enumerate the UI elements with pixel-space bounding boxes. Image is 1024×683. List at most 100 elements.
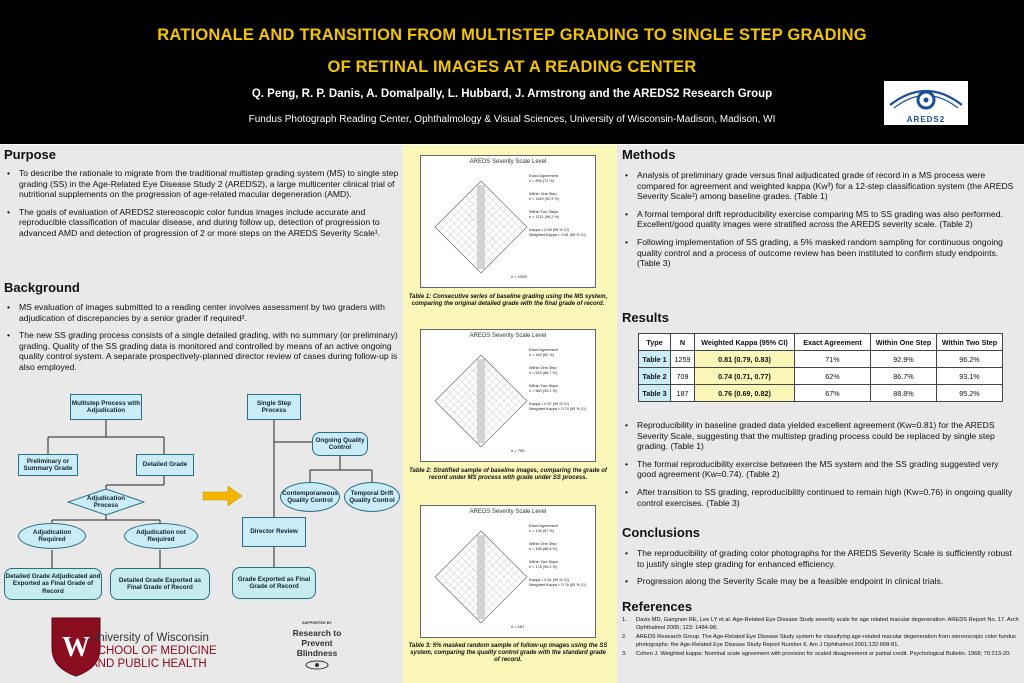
svg-text:W: W [62, 632, 90, 663]
list-item: •Reproducibility in baseline graded data… [625, 420, 995, 452]
results-list: •Reproducibility in baseline graded data… [622, 420, 1020, 515]
figure-3-caption: Table 3: 5% masked random sample of foll… [408, 643, 608, 663]
ms-process-box: Multistep Process with Adjudication [70, 394, 142, 420]
poster-title-line2: OF RETINAL IMAGES AT A READING CENTER [327, 58, 697, 76]
table-cell: 88.8% [870, 384, 937, 402]
column-header: Within One Step [870, 333, 937, 351]
preliminary-grade-box: Preliminary or Summary Grade [18, 454, 78, 476]
table-cell: 67% [794, 384, 871, 402]
table-cell: 92.9% [870, 350, 937, 368]
list-item: •The new SS grading process consists of … [7, 330, 398, 372]
column-header: Type [638, 333, 671, 351]
agreement-band [477, 185, 485, 269]
transition-arrow-icon [202, 485, 243, 507]
agreement-matrix-plot [434, 354, 528, 448]
affiliation: Fundus Photograph Reading Center, Ophtha… [248, 114, 776, 125]
director-review-box: Director Review [242, 517, 306, 547]
agreement-matrix-plot [434, 530, 528, 624]
poster-header: RATIONALE AND TRANSITION FROM MULTISTEP … [0, 0, 1024, 144]
figure-n: n = 1259 [511, 274, 527, 279]
list-item: •Progression along the Severity Scale ma… [625, 576, 944, 587]
column-header: Within Two Step [936, 333, 1003, 351]
right-column [617, 145, 1024, 683]
methods-list: •Analysis of preliminary grade versus fi… [622, 170, 1020, 276]
figure-n: n = 187 [511, 624, 525, 629]
table-row: Table 2 709 0.74 (0.71, 0.77) 62% 86.7% … [638, 367, 1003, 385]
background-list: •MS evaluation of images submitted to a … [4, 302, 400, 380]
table-row: Table 3 187 0.76 (0.69, 0.82) 67% 88.8% … [638, 384, 1003, 402]
methods-heading: Methods [622, 147, 676, 162]
adjudication-not-required-oval: Adjudication not Required [124, 523, 198, 549]
table-cell: 62% [794, 367, 871, 385]
purpose-list: •To describe the rationale to migrate fr… [4, 168, 400, 246]
figure-2: AREDS Severity Scale Level Exact Agreeme… [420, 329, 596, 462]
table-cell: 86.7% [870, 367, 937, 385]
uw-school-name: University of Wisconsin SCHOOL OF MEDICI… [90, 632, 217, 670]
agreement-matrix-plot [434, 180, 528, 274]
figure-title: AREDS Severity Scale Level [469, 159, 547, 165]
table-cell: 93.1% [936, 367, 1003, 385]
list-item: •The goals of evaluation of AREDS2 stere… [7, 206, 381, 238]
table-cell: Table 1 [638, 350, 671, 368]
purpose-heading: Purpose [4, 147, 57, 162]
table-cell: 95.2% [936, 384, 1003, 402]
table-cell: 1259 [670, 350, 695, 368]
table-row: Table 1 1259 0.81 (0.79, 0.83) 71% 92.9%… [638, 350, 1003, 368]
final-adjudicated-box: Detailed Grade Adjudicated and Exported … [4, 568, 102, 600]
conclusions-heading: Conclusions [622, 525, 701, 540]
column-header: N [670, 333, 695, 351]
table-cell: 709 [670, 367, 695, 385]
list-item: 3.Cohen J. Weighted kappa: Nominal scale… [622, 651, 1011, 658]
table-cell: Table 2 [638, 367, 671, 385]
figure-3: AREDS Severity Scale Level Exact Agreeme… [420, 505, 596, 638]
references-list: 1.Davis MD, Gangnon RE, Lee LY et al. Ag… [622, 617, 1020, 661]
background-heading: Background [4, 280, 80, 295]
column-header: Weighted Kappa (95% CI) [694, 333, 795, 351]
adjudication-required-oval: Adjudication Required [18, 523, 86, 549]
authors: Q. Peng, R. P. Danis, A. Domalpally, L. … [251, 88, 773, 100]
list-item: •Analysis of preliminary grade versus fi… [625, 170, 1014, 202]
figure-title: AREDS Severity Scale Level [469, 509, 547, 515]
table-cell: 187 [670, 384, 695, 402]
poster-title-line1: RATIONALE AND TRANSITION FROM MULTISTEP … [157, 26, 867, 44]
results-heading: Results [622, 310, 669, 325]
adjudication-process-label: Adjudication Process [86, 494, 126, 510]
rpb-eye-icon [305, 660, 329, 670]
grade-exported-box: Grade Exported as Final Grade of Record [232, 567, 316, 599]
figure-title: AREDS Severity Scale Level [469, 333, 547, 339]
references-heading: References [622, 599, 693, 614]
eye-icon [889, 89, 963, 110]
figure-1: AREDS Severity Scale Level Exact Agreeme… [420, 155, 596, 288]
table-cell: 96.2% [936, 350, 1003, 368]
list-item: •The reproducibility of grading color ph… [625, 548, 1012, 569]
table-cell: Table 3 [638, 384, 671, 402]
list-item: •After transition to SS grading, reprodu… [625, 486, 1013, 508]
rpb-logo-text: Research to Prevent Blindness [292, 628, 342, 658]
figure-2-caption: Table 2: Stratified sample of baseline i… [409, 468, 607, 481]
temporal-drift-qc-oval: Temporal Drift Quality Control [344, 482, 400, 512]
logo-text: AREDS2 [906, 115, 946, 124]
results-table: Type N Weighted Kappa (95% CI) Exact Agr… [638, 333, 1003, 402]
table-cell: 0.81 (0.79, 0.83) [694, 350, 795, 368]
table-cell: 0.74 (0.71, 0.77) [694, 367, 795, 385]
list-item: •The formal reproducibility exercise bet… [625, 458, 999, 480]
table-cell: 71% [794, 350, 871, 368]
list-item: 2.AREDS Research Group. The Age-Related … [622, 634, 1016, 648]
conclusions-list: •The reproducibility of grading color ph… [622, 548, 1020, 594]
detailed-grade-box: Detailed Grade [136, 454, 194, 476]
figure-n: n = 709 [511, 448, 525, 453]
list-item: •MS evaluation of images submitted to a … [7, 302, 385, 323]
adjudication-process-diamond [67, 488, 145, 516]
column-header: Exact Agreement [794, 333, 871, 351]
final-exported-box: Detailed Grade Exported as Final Grade o… [110, 568, 210, 600]
supported-by-label: SUPPORTED BY [302, 621, 332, 625]
list-item: •To describe the rationale to migrate fr… [7, 168, 399, 200]
ongoing-qc-box: Ongoing Quality Control [312, 432, 368, 456]
figure-1-caption: Table 1: Consecutive series of baseline … [408, 294, 608, 307]
list-item: 1.Davis MD, Gangnon RE, Lee LY et al. Ag… [622, 617, 1019, 631]
ss-process-box: Single Step Process [247, 394, 301, 420]
table-header-row: Type N Weighted Kappa (95% CI) Exact Agr… [638, 333, 1003, 351]
